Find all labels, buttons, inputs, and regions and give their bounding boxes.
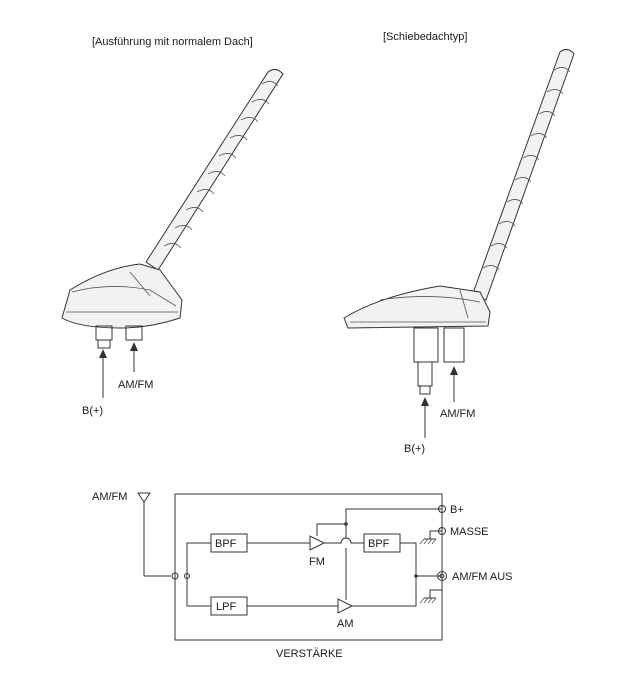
- terminal-masse: [438, 527, 446, 535]
- label-bplus-right: B(+): [404, 443, 425, 455]
- label-circuit-input: AM/FM: [92, 491, 127, 503]
- caption-normal-roof: [Ausführung mit normalem Dach]: [92, 36, 253, 48]
- label-bpf-top: BPF: [215, 538, 237, 550]
- terminal-bplus: [438, 505, 446, 513]
- caption-sunroof: [Schiebedachtyp]: [383, 31, 467, 43]
- antenna-normal-roof: [61, 68, 284, 398]
- label-bpf-right: BPF: [368, 538, 390, 550]
- label-lpf: LPF: [216, 601, 236, 613]
- label-amfm-left: AM/FM: [118, 379, 153, 391]
- antenna-sunroof: [343, 48, 575, 438]
- label-bplus: B+: [450, 504, 464, 516]
- label-masse: MASSE: [450, 526, 489, 538]
- label-bplus-left: B(+): [82, 405, 103, 417]
- fm-amplifier: [309, 535, 326, 551]
- label-am: AM: [337, 618, 354, 630]
- label-amfm-right: AM/FM: [440, 408, 475, 420]
- am-amplifier: [337, 598, 354, 614]
- label-fm: FM: [309, 556, 325, 568]
- terminal-out: [437, 571, 447, 581]
- label-verstaerker: VERSTÄRKE: [276, 648, 343, 660]
- amplifier-circuit: [137, 492, 447, 641]
- label-amfm-aus: AM/FM AUS: [452, 571, 513, 583]
